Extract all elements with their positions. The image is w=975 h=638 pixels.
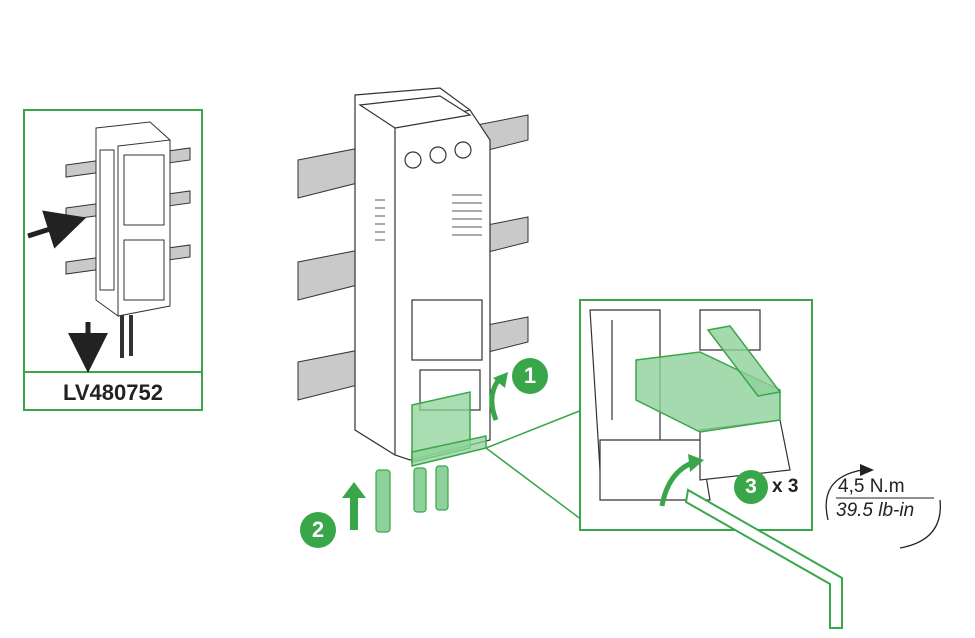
inset-base-unit	[95, 121, 171, 317]
step-3-badge: 3	[734, 470, 768, 504]
torque-imperial: 39.5 lb-in	[836, 500, 915, 521]
detail-view	[589, 309, 791, 501]
allen-key-icon	[684, 488, 843, 629]
reference-code: LV480752	[63, 380, 163, 405]
insert-arrow-icon	[27, 210, 87, 249]
torque-metric: 4,5 N.m	[838, 476, 905, 497]
torque-arrow-icon	[825, 469, 863, 521]
repeat-count: x 3	[772, 476, 799, 497]
step-1-badge: 1	[512, 358, 548, 394]
inset-pins	[120, 315, 133, 358]
up-arrow-icon	[342, 482, 366, 530]
inset-panel	[23, 109, 203, 411]
base-unit	[354, 87, 491, 461]
step-1-number: 1	[523, 363, 537, 388]
detail-terminal-cover	[635, 325, 782, 433]
rotate-arrow-icon	[489, 376, 503, 421]
step-2-number: 2	[311, 517, 325, 542]
step-2-badge: 2	[300, 512, 336, 548]
terminal-cover	[411, 391, 487, 467]
green-pins	[375, 465, 449, 533]
step-3-number: 3	[745, 475, 757, 498]
inset-reference-box: LV480752	[24, 376, 202, 410]
